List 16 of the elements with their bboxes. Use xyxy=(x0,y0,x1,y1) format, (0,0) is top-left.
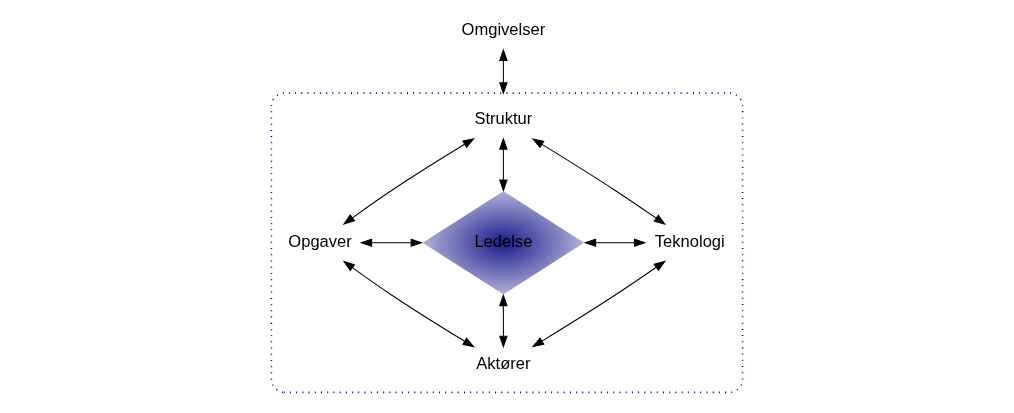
arrow xyxy=(583,238,647,248)
cluster xyxy=(270,92,744,394)
node-text: Struktur xyxy=(474,108,533,128)
arrow xyxy=(499,48,508,95)
arrow xyxy=(359,238,424,248)
node-text: Teknologi xyxy=(654,231,725,251)
node-diamond: Ledelse xyxy=(420,189,587,296)
arrow xyxy=(531,260,667,348)
arrow xyxy=(531,138,667,225)
node-text: Omgivelser xyxy=(461,19,546,39)
arrow xyxy=(499,137,508,192)
arrow xyxy=(342,138,475,225)
arrow xyxy=(499,293,508,349)
arrow xyxy=(342,260,475,348)
node-text: Aktører xyxy=(476,354,531,374)
node-text: Opgaver xyxy=(288,231,352,251)
